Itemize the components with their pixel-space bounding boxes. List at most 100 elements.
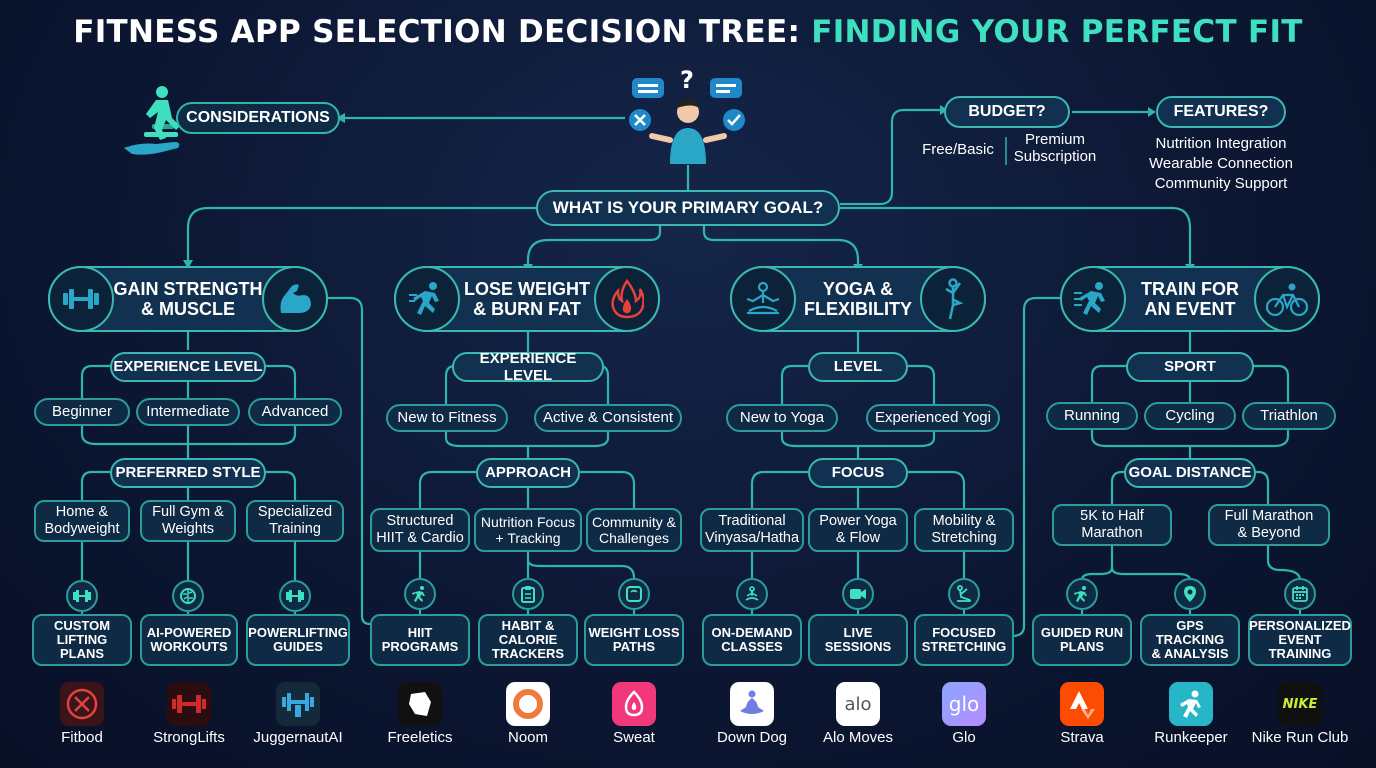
clipboard-icon — [512, 578, 544, 610]
strength-experience-question: EXPERIENCE LEVEL — [110, 352, 266, 382]
meditation-small-icon — [736, 578, 768, 610]
feature-wearable: Wearable Connection — [1149, 155, 1293, 172]
alo-moves-logo-icon: alo — [836, 682, 880, 726]
strength-option-gym: Full Gym & Weights — [140, 500, 236, 542]
weight-option-new: New to Fitness — [386, 404, 508, 432]
yoga-level-question: LEVEL — [808, 352, 908, 382]
scale-icon — [618, 578, 650, 610]
weight-approach-question: APPROACH — [476, 458, 580, 488]
feature-nutrition: Nutrition Integration — [1155, 135, 1287, 152]
app-glo: Glo — [952, 729, 976, 746]
product-ai-workouts: AI-POWERED WORKOUTS — [140, 614, 238, 666]
weight-option-hiit: Structured HIIT & Cardio — [370, 508, 470, 552]
dumbbell-icon — [48, 266, 114, 332]
considerations-icon — [122, 82, 202, 162]
dumbbell-small-icon — [66, 580, 98, 612]
map-pin-icon — [1174, 578, 1206, 610]
feature-community: Community Support — [1154, 175, 1288, 192]
page-title: FITNESS APP SELECTION DECISION TREE: FIN… — [0, 14, 1376, 50]
event-sport-question: SPORT — [1126, 352, 1254, 382]
fitbod-logo-icon — [60, 682, 104, 726]
product-focused-stretching: FOCUSED STRETCHING — [914, 614, 1014, 666]
strava-logo-icon — [1060, 682, 1104, 726]
app-fitbod: Fitbod — [61, 729, 103, 746]
event-option-triathlon: Triathlon — [1242, 402, 1336, 430]
barbell-icon — [279, 580, 311, 612]
nike-logo-text: NIKE — [1282, 696, 1318, 712]
strength-option-beginner: Beginner — [34, 398, 130, 426]
product-powerlifting: POWERLIFTING GUIDES — [246, 614, 350, 666]
app-juggernautai: JuggernautAI — [253, 729, 343, 746]
product-custom-lifting: CUSTOM LIFTING PLANS — [32, 614, 132, 666]
product-live-sessions: LIVE SESSIONS — [808, 614, 908, 666]
yoga-option-new: New to Yoga — [726, 404, 838, 432]
event-distance-question: GOAL DISTANCE — [1124, 458, 1256, 488]
noom-logo-icon — [506, 682, 550, 726]
weight-option-nutrition: Nutrition Focus + Tracking — [474, 508, 582, 552]
product-guided-run: GUIDED RUN PLANS — [1032, 614, 1132, 666]
event-option-full-marathon: Full Marathon & Beyond — [1208, 504, 1330, 546]
app-stronglifts: StrongLifts — [153, 729, 225, 746]
nike-run-club-logo-icon: NIKE — [1278, 682, 1322, 726]
stretching-icon — [948, 578, 980, 610]
weight-option-community: Community & Challenges — [586, 508, 682, 552]
flame-icon — [594, 266, 660, 332]
glo-logo-icon: glo — [942, 682, 986, 726]
strength-option-specialized: Specialized Training — [246, 500, 344, 542]
video-camera-icon — [842, 578, 874, 610]
down-dog-logo-icon — [730, 682, 774, 726]
event-option-5k-half: 5K to Half Marathon — [1052, 504, 1172, 546]
yoga-pose-icon — [920, 266, 986, 332]
alo-logo-text: alo — [844, 693, 872, 715]
event-option-running: Running — [1046, 402, 1138, 430]
strength-option-home: Home & Bodyweight — [34, 500, 130, 542]
weight-experience-question: EXPERIENCE LEVEL — [452, 350, 604, 384]
product-on-demand: ON-DEMAND CLASSES — [702, 614, 802, 666]
yoga-option-traditional: Traditional Vinyasa/Hatha — [700, 508, 804, 552]
cyclist-icon — [1254, 266, 1320, 332]
app-alo-moves: Alo Moves — [822, 729, 894, 746]
yoga-option-mobility: Mobility & Stretching — [914, 508, 1014, 552]
brain-icon — [172, 580, 204, 612]
app-down-dog: Down Dog — [716, 729, 788, 746]
title-part-2: FINDING YOUR PERFECT FIT — [811, 14, 1303, 50]
weight-option-active: Active & Consistent — [534, 404, 682, 432]
meditation-icon — [730, 266, 796, 332]
app-noom: Noom — [507, 729, 548, 746]
budget-option-free: Free/Basic — [922, 141, 994, 158]
sprinter-icon — [1060, 266, 1126, 332]
person-thinking-icon: ? — [620, 66, 756, 166]
product-weight-loss-paths: WEIGHT LOSS PATHS — [584, 614, 684, 666]
budget-option-premium: Premium Subscription — [1013, 131, 1097, 165]
budget-question: BUDGET? — [944, 96, 1070, 128]
flexed-arm-icon — [262, 266, 328, 332]
stronglifts-logo-icon — [167, 682, 211, 726]
product-habit-trackers: HABIT & CALORIE TRACKERS — [478, 614, 578, 666]
svg-text:?: ? — [680, 66, 694, 94]
features-question: FEATURES? — [1156, 96, 1286, 128]
app-sweat: Sweat — [613, 729, 655, 746]
runner-small-icon — [404, 578, 436, 610]
juggernautai-logo-icon — [276, 682, 320, 726]
considerations-label: CONSIDERATIONS — [176, 102, 340, 134]
runkeeper-logo-icon — [1169, 682, 1213, 726]
yoga-option-power: Power Yoga & Flow — [808, 508, 908, 552]
app-runkeeper: Runkeeper — [1154, 729, 1228, 746]
calendar-icon — [1284, 578, 1316, 610]
sweat-logo-icon — [612, 682, 656, 726]
app-strava: Strava — [1060, 729, 1104, 746]
yoga-option-experienced: Experienced Yogi — [866, 404, 1000, 432]
glo-logo-text: glo — [948, 692, 980, 716]
freeletics-logo-icon — [398, 682, 442, 726]
running-person-icon — [394, 266, 460, 332]
runner-small-icon-2 — [1066, 578, 1098, 610]
product-hiit-programs: HIIT PROGRAMS — [370, 614, 470, 666]
strength-option-advanced: Advanced — [248, 398, 342, 426]
primary-goal-question: WHAT IS YOUR PRIMARY GOAL? — [536, 190, 840, 226]
strength-option-intermediate: Intermediate — [136, 398, 240, 426]
product-gps-tracking: GPS TRACKING & ANALYSIS — [1140, 614, 1240, 666]
title-part-1: FITNESS APP SELECTION DECISION TREE: — [73, 14, 812, 50]
app-nike-run-club: Nike Run Club — [1251, 729, 1349, 746]
yoga-focus-question: FOCUS — [808, 458, 908, 488]
